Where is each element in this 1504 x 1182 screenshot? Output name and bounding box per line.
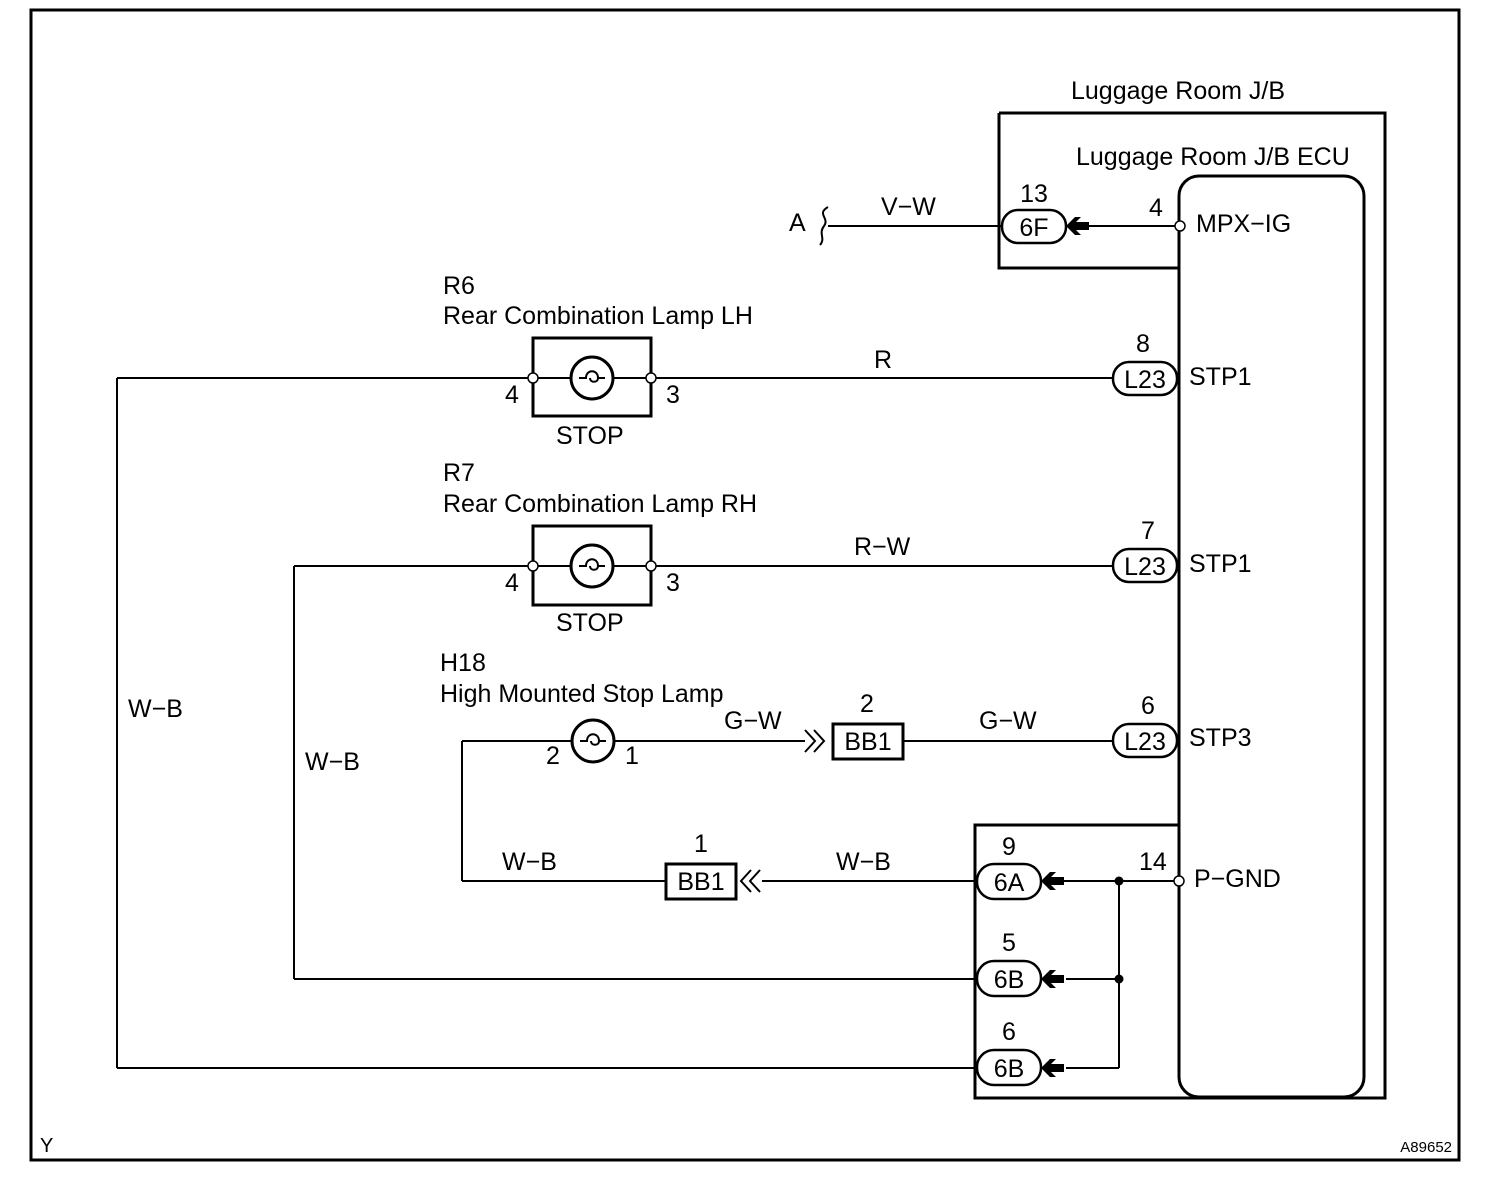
wire-label-g-w: G−W [979,707,1037,735]
connector-6a: 6A 9 [975,833,1064,901]
wire-label-v-w: V−W [881,193,936,221]
svg-text:4: 4 [505,381,519,409]
connector-l23-pin6: L23 6 [1111,692,1179,759]
lamp-r7: R7 Rear Combination Lamp RH STOP 4 3 [443,459,757,637]
ecu-terminal-stp1: STP1 [1189,550,1252,578]
svg-text:L23: L23 [1124,728,1166,756]
svg-text:2: 2 [546,742,560,770]
svg-text:L23: L23 [1124,553,1166,581]
svg-text:9: 9 [1002,833,1016,861]
wire-label-g-w: G−W [724,707,782,735]
wire-label-w-b: W−B [502,848,557,876]
svg-text:H18: H18 [440,649,486,677]
svg-text:Rear Combination Lamp LH: Rear Combination Lamp LH [443,302,753,330]
svg-text:L23: L23 [1124,366,1166,394]
svg-text:MPX−IG: MPX−IG [1196,210,1291,238]
outer-frame [29,8,1461,1162]
svg-text:5: 5 [1002,929,1016,957]
connector-chevron-right-icon [804,729,826,753]
wire-break-icon [819,206,829,246]
wire-label-r-w: R−W [854,533,911,561]
ecu-terminal-stp3: STP3 [1189,724,1252,752]
svg-text:14: 14 [1139,848,1167,876]
connector-l23-pin8: L23 8 [1111,330,1179,397]
svg-text:3: 3 [666,569,680,597]
connector-chevron-icon [1066,217,1089,235]
connector-6b-pin5: 6B 5 [975,929,1064,998]
svg-text:STOP: STOP [556,609,624,637]
bulb-icon [569,543,615,589]
svg-text:R6: R6 [443,272,475,300]
svg-text:4: 4 [1149,194,1163,222]
svg-text:6: 6 [1002,1018,1016,1046]
wire-label-r: R [874,346,892,374]
svg-text:7: 7 [1141,517,1155,545]
footer-left: Y [40,1135,53,1157]
svg-text:1: 1 [625,742,639,770]
figure-code: A89652 [1400,1139,1452,1156]
ecu-outline [1177,174,1366,1099]
svg-text:1: 1 [694,830,708,858]
splice-dot [1114,876,1124,886]
svg-text:6A: 6A [994,869,1025,897]
wire-label-w-b: W−B [836,848,891,876]
wire-label-w-b: W−B [305,748,360,776]
ecu-terminal-p-gnd: 14 P−GND [1139,848,1281,893]
svg-text:6F: 6F [1019,214,1048,242]
ecu-terminal-mpx-ig: 4 MPX−IG [1149,194,1291,238]
bulb-icon [570,718,616,764]
lamp-r6: R6 Rear Combination Lamp LH STOP 4 3 [443,272,753,450]
wire-label-w-b: W−B [128,695,183,723]
svg-text:8: 8 [1136,330,1150,358]
svg-text:6B: 6B [994,966,1025,994]
connector-chevron-icon [1041,1059,1064,1077]
svg-text:2: 2 [860,690,874,718]
junction-block-outline [973,111,1387,1100]
connector-chevron-icon [1041,872,1064,890]
svg-text:6B: 6B [994,1055,1025,1083]
connector-l23-pin7: L23 7 [1111,517,1179,584]
svg-text:BB1: BB1 [677,868,724,896]
svg-text:4: 4 [505,569,519,597]
svg-text:Rear Combination Lamp RH: Rear Combination Lamp RH [443,490,757,518]
connector-bb1-pin2: BB1 2 [804,690,905,761]
svg-text:13: 13 [1020,180,1048,208]
connector-6b-pin6: 6B 6 [975,1018,1064,1087]
connector-chevron-left-icon [739,869,761,893]
svg-text:6: 6 [1141,692,1155,720]
wires [116,225,1180,1069]
bulb-icon [569,355,615,401]
svg-text:STOP: STOP [556,422,624,450]
connector-bb1-pin1: BB1 1 [664,830,761,901]
ecu-terminal-stp1: STP1 [1189,363,1252,391]
junction-block-title: Luggage Room J/B [1071,77,1285,105]
lamp-h18: H18 High Mounted Stop Lamp 2 1 [440,649,724,770]
svg-text:High Mounted Stop Lamp: High Mounted Stop Lamp [440,680,724,708]
svg-text:R7: R7 [443,459,475,487]
ecu-title: Luggage Room J/B ECU [1076,143,1350,171]
wire-end-label: A [789,209,806,237]
svg-text:3: 3 [666,381,680,409]
splice-dot [1114,974,1124,984]
svg-text:P−GND: P−GND [1194,865,1281,893]
svg-text:BB1: BB1 [844,728,891,756]
connector-chevron-icon [1041,970,1064,988]
connector-6f: 6F 13 [1000,180,1089,245]
